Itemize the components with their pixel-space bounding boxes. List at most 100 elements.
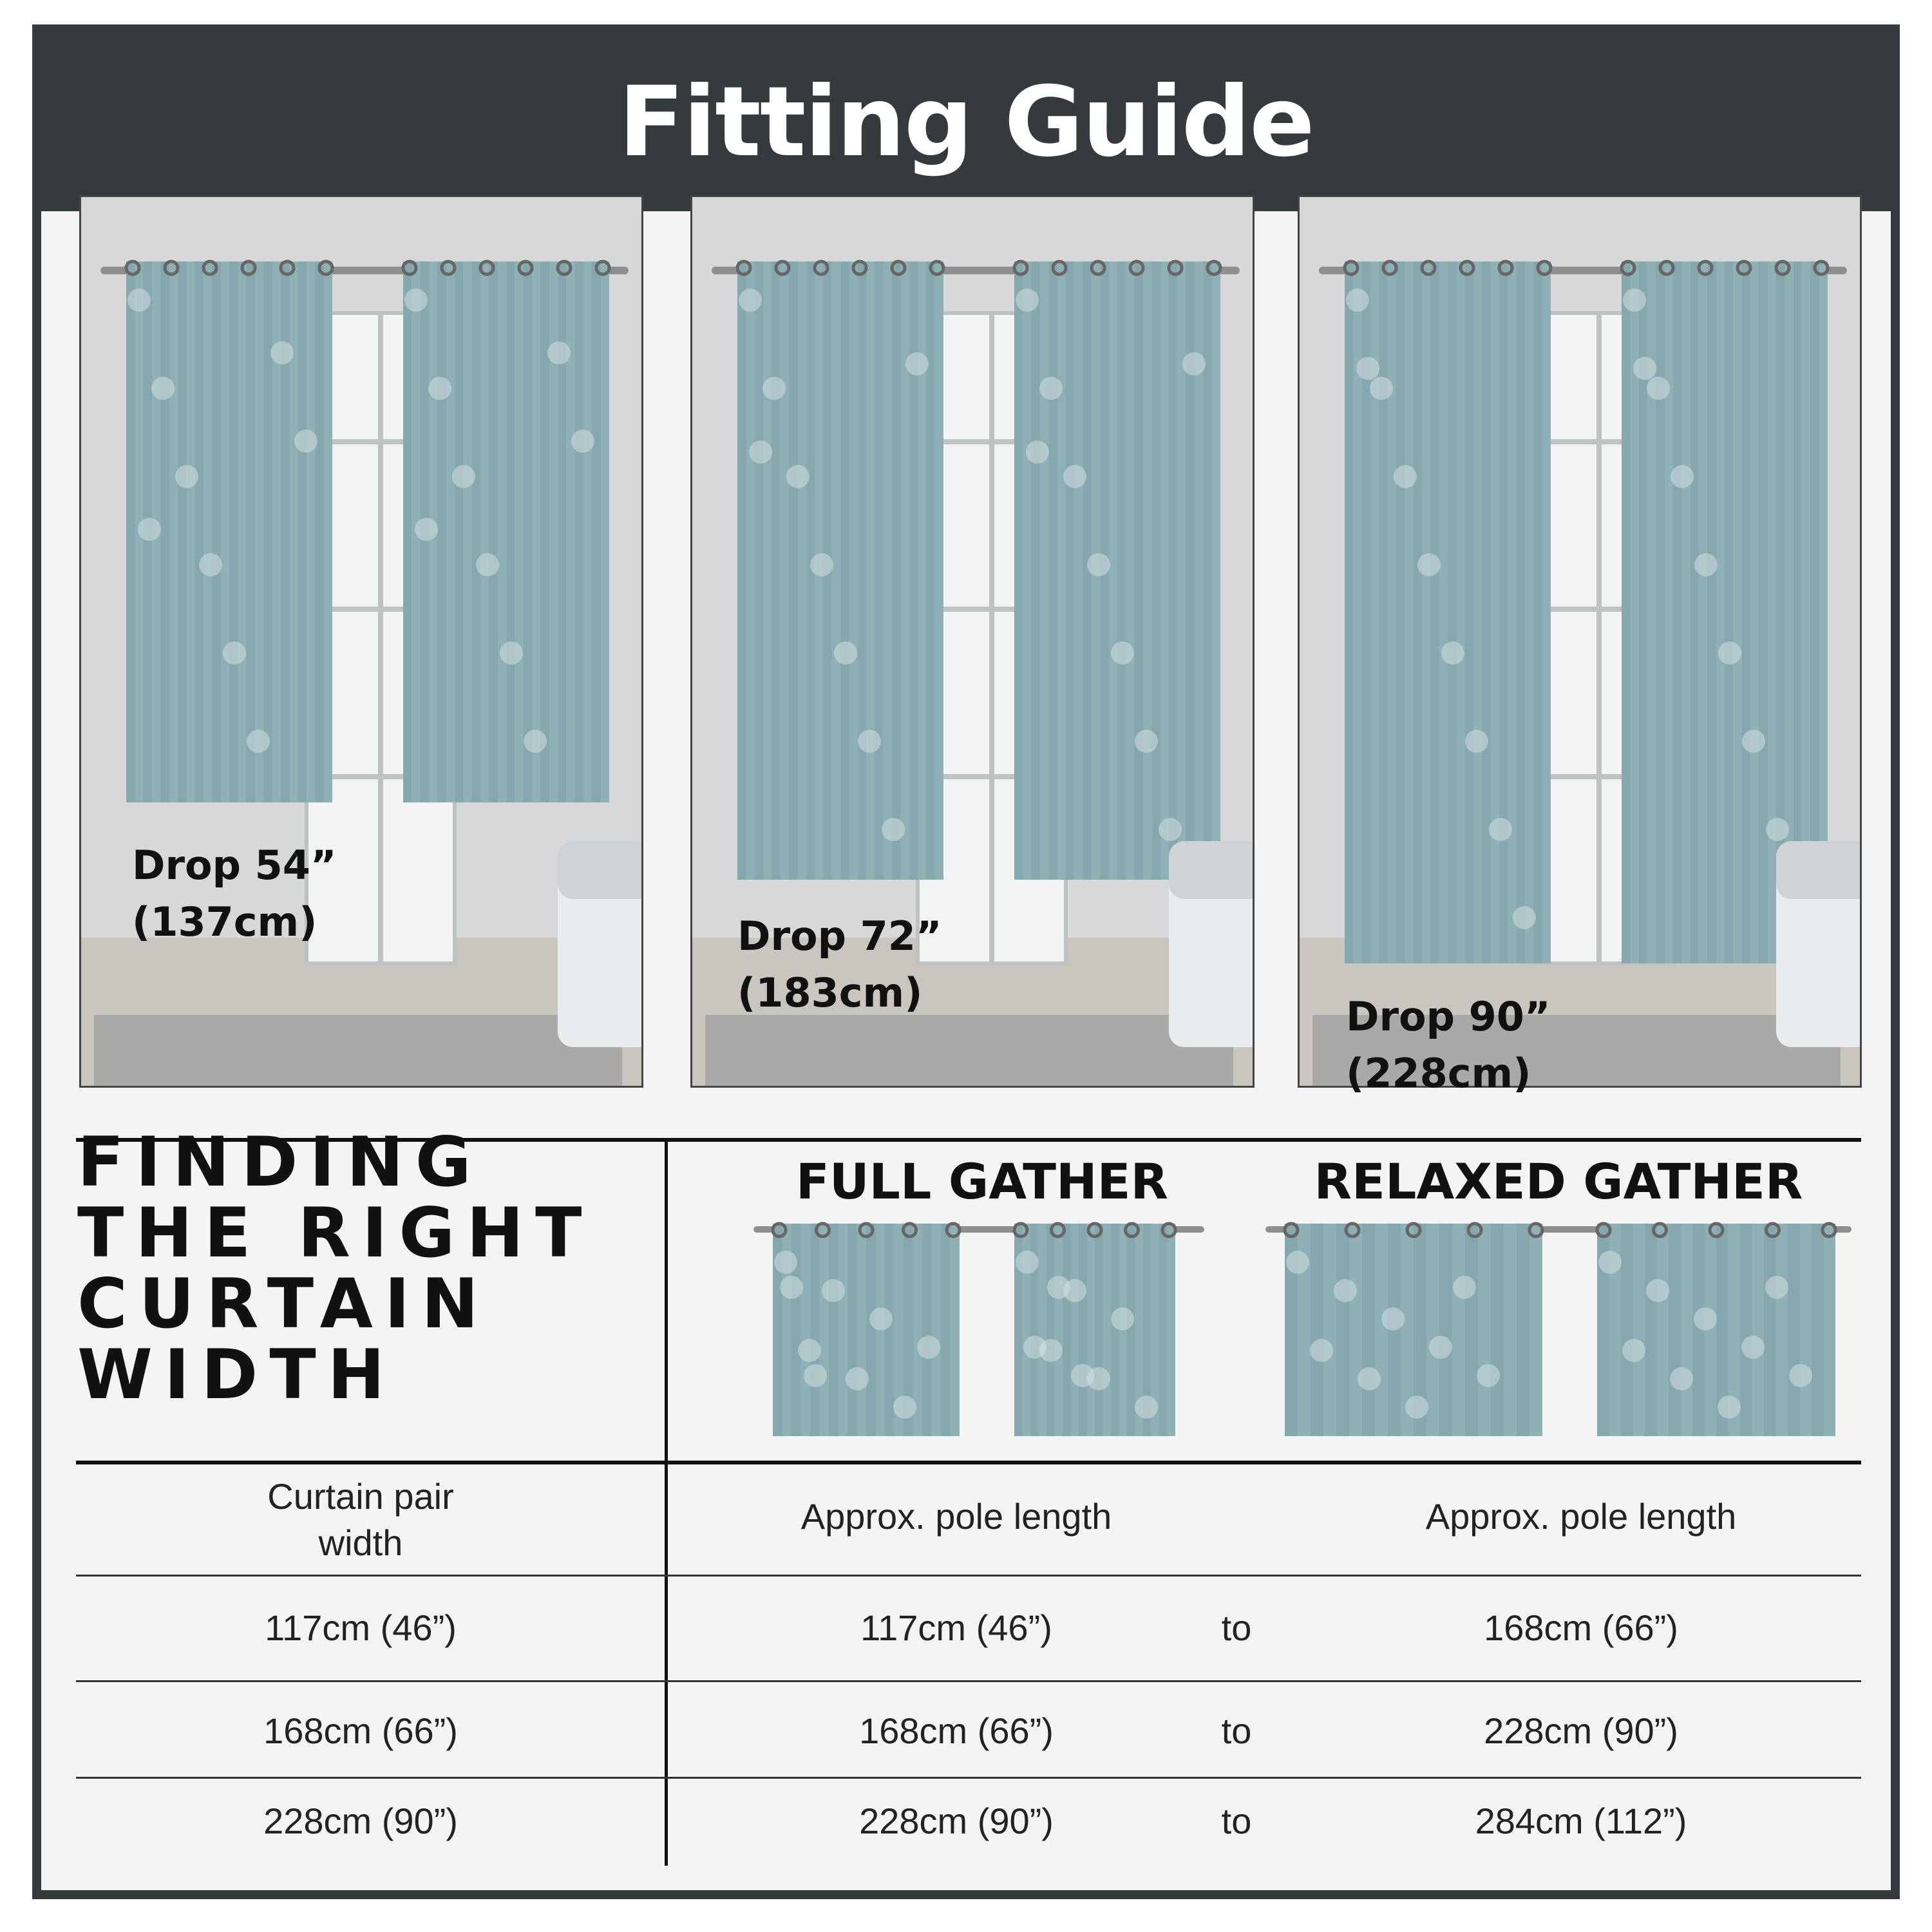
curtain-ring xyxy=(1344,1222,1361,1238)
sofa xyxy=(1776,841,1860,1047)
curtain-ring xyxy=(851,260,868,276)
curtain-ring xyxy=(1012,1222,1029,1238)
heading-line: CURTAIN xyxy=(77,1264,490,1343)
curtain-ring xyxy=(478,260,495,276)
to-cell: 284cm (112”) xyxy=(1475,1801,1687,1841)
curtain-ring xyxy=(240,260,257,276)
curtain-ring xyxy=(735,260,752,276)
curtain-ring xyxy=(1821,1222,1837,1238)
curtain-ring xyxy=(1283,1222,1300,1238)
drop-cm: (137cm) xyxy=(132,898,317,945)
curtain-ring xyxy=(202,260,218,276)
width-cell: 168cm (66”) xyxy=(263,1710,458,1751)
to-cell: 228cm (90”) xyxy=(1484,1710,1678,1751)
col-header-full: Approx. pole length xyxy=(800,1496,1112,1537)
curtain-ring xyxy=(440,260,457,276)
curtain-ring xyxy=(1708,1222,1725,1238)
to-separator: to xyxy=(1221,1607,1252,1648)
to-cell: 168cm (66”) xyxy=(1484,1607,1678,1648)
to-separator: to xyxy=(1221,1801,1252,1841)
curtain-ring xyxy=(1765,1222,1781,1238)
heading-line: THE RIGHT xyxy=(77,1193,594,1273)
col-header-width: Curtain pair width xyxy=(129,1473,592,1566)
room-scene xyxy=(1300,197,1860,1086)
curtain-panel xyxy=(1595,1222,1837,1436)
sofa xyxy=(558,841,641,1047)
curtain-panel xyxy=(735,260,945,880)
curtain-ring xyxy=(556,260,573,276)
table-divider xyxy=(665,1138,668,1866)
col-header-relaxed: Approx. pole length xyxy=(1425,1496,1737,1537)
header-rule xyxy=(76,1461,1861,1464)
curtain-ring xyxy=(317,260,334,276)
curtain-ring xyxy=(1343,260,1359,276)
curtain-ring xyxy=(929,260,945,276)
drop-photo-90 xyxy=(1298,195,1862,1088)
drop-inches: Drop 90” xyxy=(1346,993,1551,1040)
curtain-panel xyxy=(1343,260,1553,963)
curtain-panel xyxy=(1283,1222,1544,1436)
curtain-panel xyxy=(1012,1222,1177,1436)
header-bar: Fitting Guide xyxy=(41,33,1891,211)
full-gather-illustration xyxy=(753,1222,1204,1436)
curtain-ring xyxy=(1160,1222,1177,1238)
curtain-panel xyxy=(124,260,334,802)
rug xyxy=(1312,1015,1841,1086)
curtain-ring xyxy=(1774,260,1791,276)
drop-label-90: Drop 90” (228cm) xyxy=(1346,989,1551,1102)
curtain-ring xyxy=(1167,260,1184,276)
curtain-ring xyxy=(1652,1222,1668,1238)
curtain-ring xyxy=(1620,260,1636,276)
sofa xyxy=(1169,841,1253,1047)
drop-cm: (228cm) xyxy=(1346,1050,1531,1097)
curtain-ring xyxy=(1459,260,1475,276)
curtain-ring xyxy=(945,1222,961,1238)
full-gather-title: FULL GATHER xyxy=(795,1153,1169,1210)
curtain-ring xyxy=(1128,260,1145,276)
drop-photo-54 xyxy=(79,195,643,1088)
drop-inches: Drop 54” xyxy=(132,842,337,889)
from-cell: 228cm (90”) xyxy=(859,1801,1054,1841)
curtain-ring xyxy=(1050,1222,1066,1238)
curtain-panel xyxy=(401,260,611,802)
from-cell: 117cm (46”) xyxy=(860,1607,1052,1648)
curtain-ring xyxy=(1595,1222,1612,1238)
curtain-ring xyxy=(163,260,180,276)
curtain-ring xyxy=(279,260,296,276)
curtain-ring xyxy=(1405,1222,1422,1238)
curtain-ring xyxy=(1206,260,1222,276)
table-top-rule xyxy=(76,1138,1861,1142)
drop-photo-72 xyxy=(690,195,1255,1088)
curtain-panel xyxy=(1012,260,1222,880)
curtain-ring xyxy=(1012,260,1029,276)
page-title: Fitting Guide xyxy=(618,66,1315,178)
from-cell: 168cm (66”) xyxy=(859,1710,1054,1751)
curtain-ring xyxy=(517,260,534,276)
curtain-ring xyxy=(1528,1222,1544,1238)
curtain-ring xyxy=(858,1222,875,1238)
curtain-ring xyxy=(1086,1222,1103,1238)
curtain-ring xyxy=(902,1222,918,1238)
drop-label-54: Drop 54” (137cm) xyxy=(132,837,337,951)
header-text: Curtain pair xyxy=(267,1476,454,1517)
width-heading: FINDING THE RIGHT CURTAIN WIDTH xyxy=(77,1127,593,1410)
curtain-ring xyxy=(815,1222,831,1238)
room-scene xyxy=(692,197,1253,1086)
curtain-ring xyxy=(1497,260,1514,276)
curtain-ring xyxy=(1466,1222,1483,1238)
rug xyxy=(705,1015,1233,1086)
heading-line: FINDING xyxy=(77,1122,483,1202)
curtain-ring xyxy=(774,260,791,276)
curtain-ring xyxy=(1420,260,1437,276)
curtain-panel xyxy=(771,1222,961,1436)
curtain-ring xyxy=(1658,260,1675,276)
row-rule xyxy=(76,1777,1861,1779)
curtain-ring xyxy=(594,260,611,276)
relaxed-gather-title: RELAXED GATHER xyxy=(1314,1153,1803,1210)
curtain-ring xyxy=(1536,260,1553,276)
width-cell: 228cm (90”) xyxy=(263,1801,458,1841)
to-separator: to xyxy=(1221,1710,1252,1751)
heading-line: WIDTH xyxy=(77,1335,397,1414)
drop-label-72: Drop 72” (183cm) xyxy=(737,908,942,1021)
row-rule xyxy=(76,1575,1861,1577)
